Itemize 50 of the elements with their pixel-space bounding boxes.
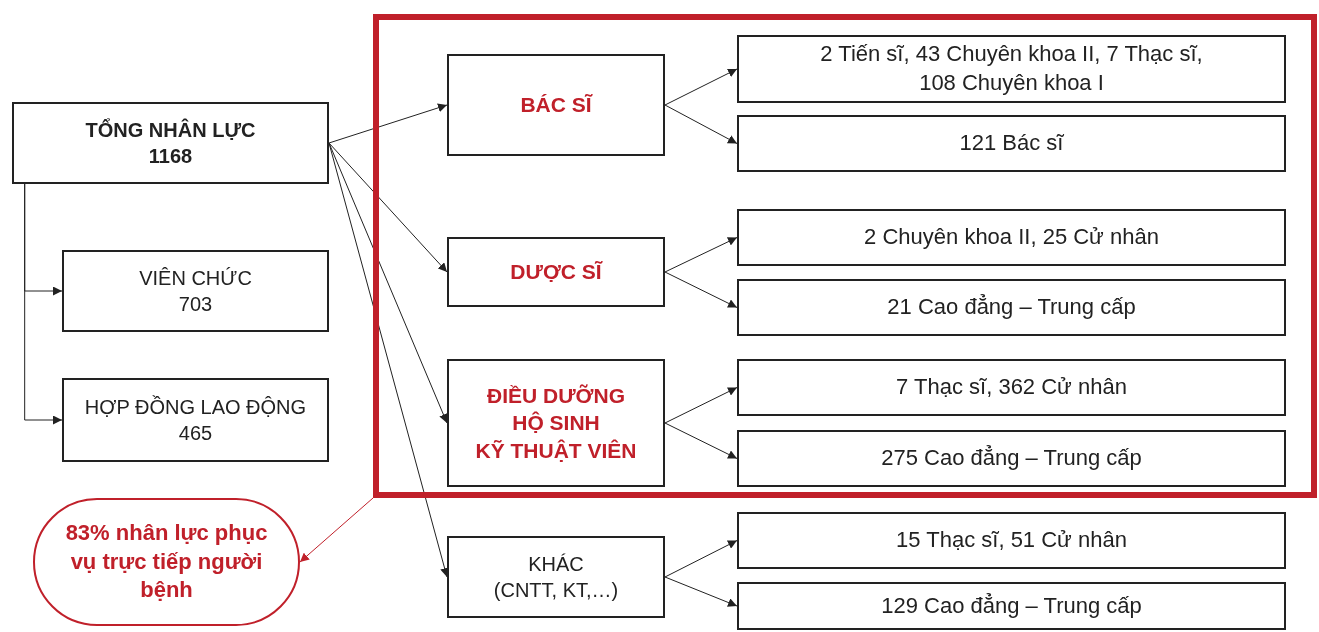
detail-box: [737, 209, 1286, 266]
node-label: 83% nhân lực phục vụ trực tiếp người bệnh: [65, 519, 268, 605]
node-label: ĐIỀU DƯỠNG: [487, 383, 625, 410]
node-label: 2 Chuyên khoa II, 25 Cử nhân: [864, 223, 1159, 252]
node-label: VIÊN CHỨC: [139, 266, 252, 291]
arrow: [24, 183, 63, 425]
detail-box: [737, 279, 1286, 336]
category-box: [447, 536, 665, 618]
arrow: [664, 271, 738, 308]
arrow: [328, 142, 448, 273]
arrow: [664, 540, 738, 578]
arrow: [664, 68, 738, 106]
detail-box: [737, 430, 1286, 487]
node-label: DƯỢC SĨ: [510, 259, 602, 286]
detail-box: [737, 359, 1286, 416]
arrow: [328, 103, 448, 144]
node-label: 21 Cao đẳng – Trung cấp: [887, 293, 1136, 322]
node-label: 1168: [148, 144, 193, 169]
node-label: 7 Thạc sĩ, 362 Cử nhân: [896, 373, 1127, 402]
arrow: [299, 497, 374, 563]
node-label: 275 Cao đẳng – Trung cấp: [881, 444, 1142, 473]
node-label: HỘ SINH: [512, 410, 600, 437]
node-label: 465: [178, 421, 213, 446]
arrow: [664, 237, 738, 273]
node-label: BÁC SĨ: [520, 92, 592, 119]
category-box: [447, 359, 665, 487]
node-label: 129 Cao đẳng – Trung cấp: [881, 591, 1142, 620]
detail-box: [737, 582, 1286, 630]
node-label: KỸ THUẬT VIÊN: [475, 437, 637, 464]
node-label: 703: [178, 292, 213, 317]
node-label: TỔNG NHÂN LỰC: [85, 117, 256, 143]
node-label: 15 Thạc sĩ, 51 Cử nhân: [896, 526, 1127, 555]
node-label: (CNTT, KT,…): [493, 578, 619, 603]
process-box: [62, 378, 329, 462]
arrow: [664, 576, 738, 607]
node-label: 121 Bác sĩ: [959, 129, 1064, 158]
node-label: HỢP ĐỒNG LAO ĐỘNG: [84, 394, 307, 420]
node-label: KHÁC: [528, 552, 584, 577]
highlight-frame: [373, 14, 1317, 498]
arrow: [664, 422, 738, 459]
node-label: 2 Tiến sĩ, 43 Chuyên khoa II, 7 Thạc sĩ, 108 Chuyên khoa I: [819, 40, 1204, 97]
process-box: [62, 250, 329, 332]
category-box: [447, 237, 665, 307]
detail-box: [737, 35, 1286, 103]
process-box: [12, 102, 329, 184]
detail-box: [737, 512, 1286, 569]
arrow: [664, 104, 738, 144]
category-box: [447, 54, 665, 156]
arrow: [664, 387, 738, 424]
detail-box: [737, 115, 1286, 172]
